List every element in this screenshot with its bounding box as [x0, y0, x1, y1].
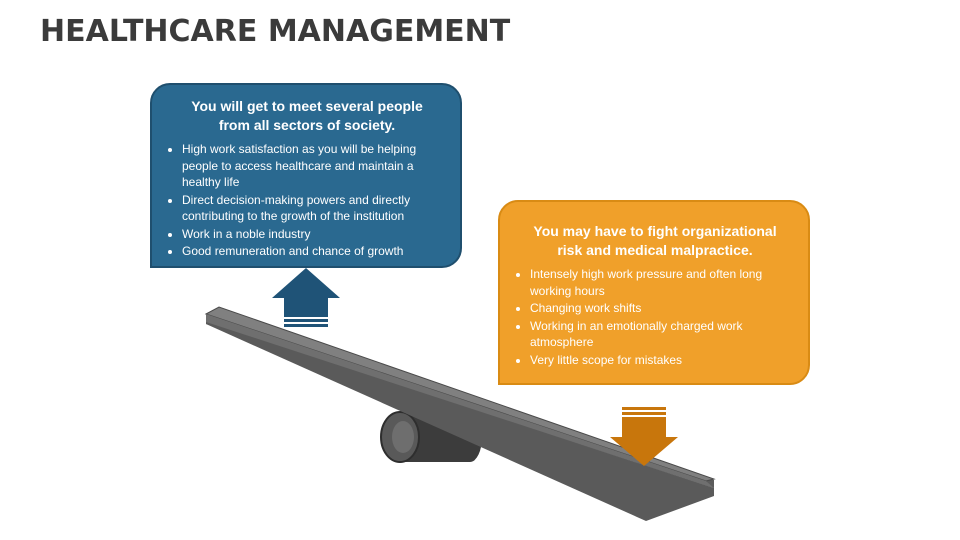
list-item: Intensely high work pressure and often l…: [530, 266, 794, 299]
list-item: Changing work shifts: [530, 300, 794, 317]
arrow-up-icon: [272, 268, 340, 327]
cons-heading: You may have to fight organizational ris…: [533, 223, 777, 258]
arrow-down-icon: [610, 407, 678, 466]
list-item: Working in an emotionally charged work a…: [530, 318, 794, 351]
list-item: Very little scope for mistakes: [530, 352, 794, 369]
list-item: High work satisfaction as you will be he…: [182, 141, 446, 191]
list-item: Good remuneration and chance of growth: [182, 243, 446, 260]
pros-callout: You will get to meet several people from…: [150, 83, 462, 268]
pros-list: High work satisfaction as you will be he…: [168, 141, 446, 260]
cons-callout: You may have to fight organizational ris…: [498, 200, 810, 385]
list-item: Direct decision-making powers and direct…: [182, 192, 446, 225]
slide-title: HEALTHCARE MANAGEMENT: [40, 14, 511, 49]
cons-list: Intensely high work pressure and often l…: [516, 266, 794, 368]
list-item: Work in a noble industry: [182, 226, 446, 243]
seesaw-beam: [204, 306, 716, 521]
pros-heading: You will get to meet several people from…: [191, 98, 423, 133]
